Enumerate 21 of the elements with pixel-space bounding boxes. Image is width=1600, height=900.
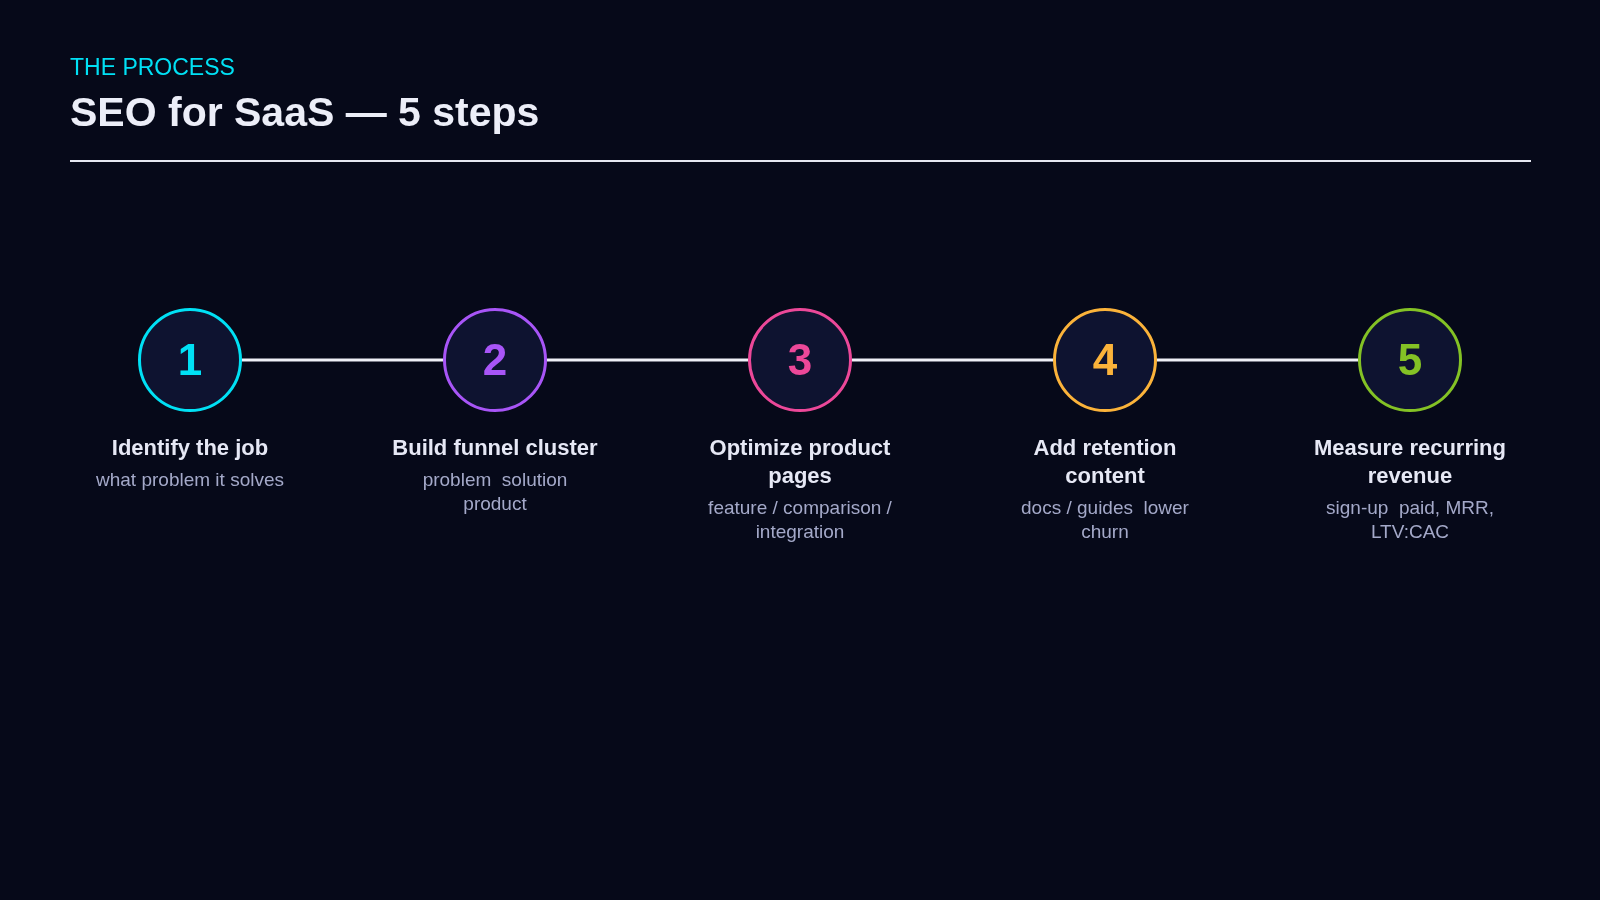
section-kicker: THE PROCESS xyxy=(70,53,235,81)
step-title: Build funnel cluster xyxy=(391,434,599,462)
step-number: 1 xyxy=(177,335,203,385)
step-number: 3 xyxy=(787,335,813,385)
step-title: Add retention content xyxy=(1032,434,1178,490)
connector-line xyxy=(852,358,1053,362)
step-description: feature / comparison / integration xyxy=(707,496,893,544)
connector-line xyxy=(242,358,443,362)
connector-line xyxy=(1157,358,1358,362)
step-number: 4 xyxy=(1092,335,1118,385)
step-number: 2 xyxy=(482,335,508,385)
page-title: SEO for SaaS — 5 steps xyxy=(70,88,540,137)
step-title: Identify the job xyxy=(110,434,270,462)
step-number: 5 xyxy=(1397,335,1423,385)
step-description: what problem it solves xyxy=(95,468,285,492)
step-description: sign-up paid, MRR, LTV:CAC xyxy=(1325,496,1495,544)
step-title: Optimize product pages xyxy=(708,434,892,490)
connector-line xyxy=(547,358,748,362)
step-description: docs / guides lower churn xyxy=(1020,496,1190,544)
step-description: problem solution product xyxy=(421,468,569,516)
step-title: Measure recurring revenue xyxy=(1313,434,1507,490)
